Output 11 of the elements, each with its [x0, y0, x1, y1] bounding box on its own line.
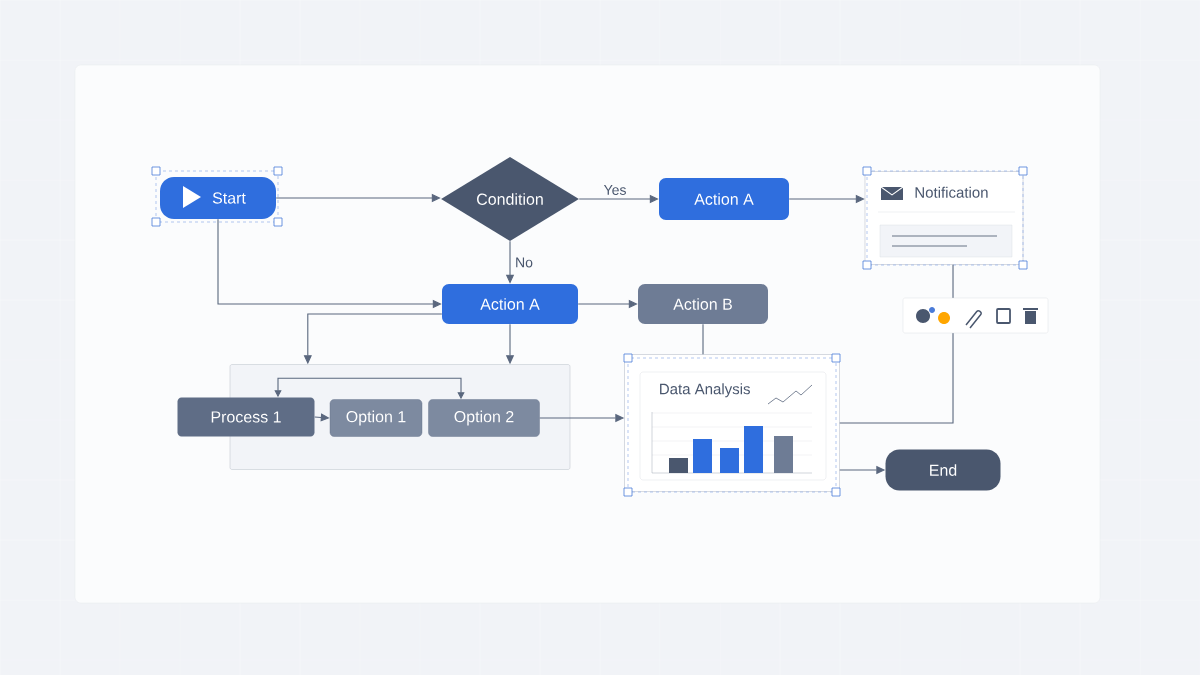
start-pill: Start	[160, 177, 276, 219]
option-box: Option 1	[329, 399, 423, 437]
edge-label: No	[516, 257, 533, 268]
process-box: Process 1	[177, 397, 315, 437]
action-box: Action A	[659, 178, 789, 220]
action-box: Action A	[442, 284, 578, 324]
edge-label: Yes	[603, 185, 626, 195]
chart-card: Data Analysis	[624, 354, 840, 492]
action-box: Action B	[638, 284, 768, 324]
option-box: Option 2	[428, 399, 540, 437]
end-pill: End	[885, 449, 1001, 491]
